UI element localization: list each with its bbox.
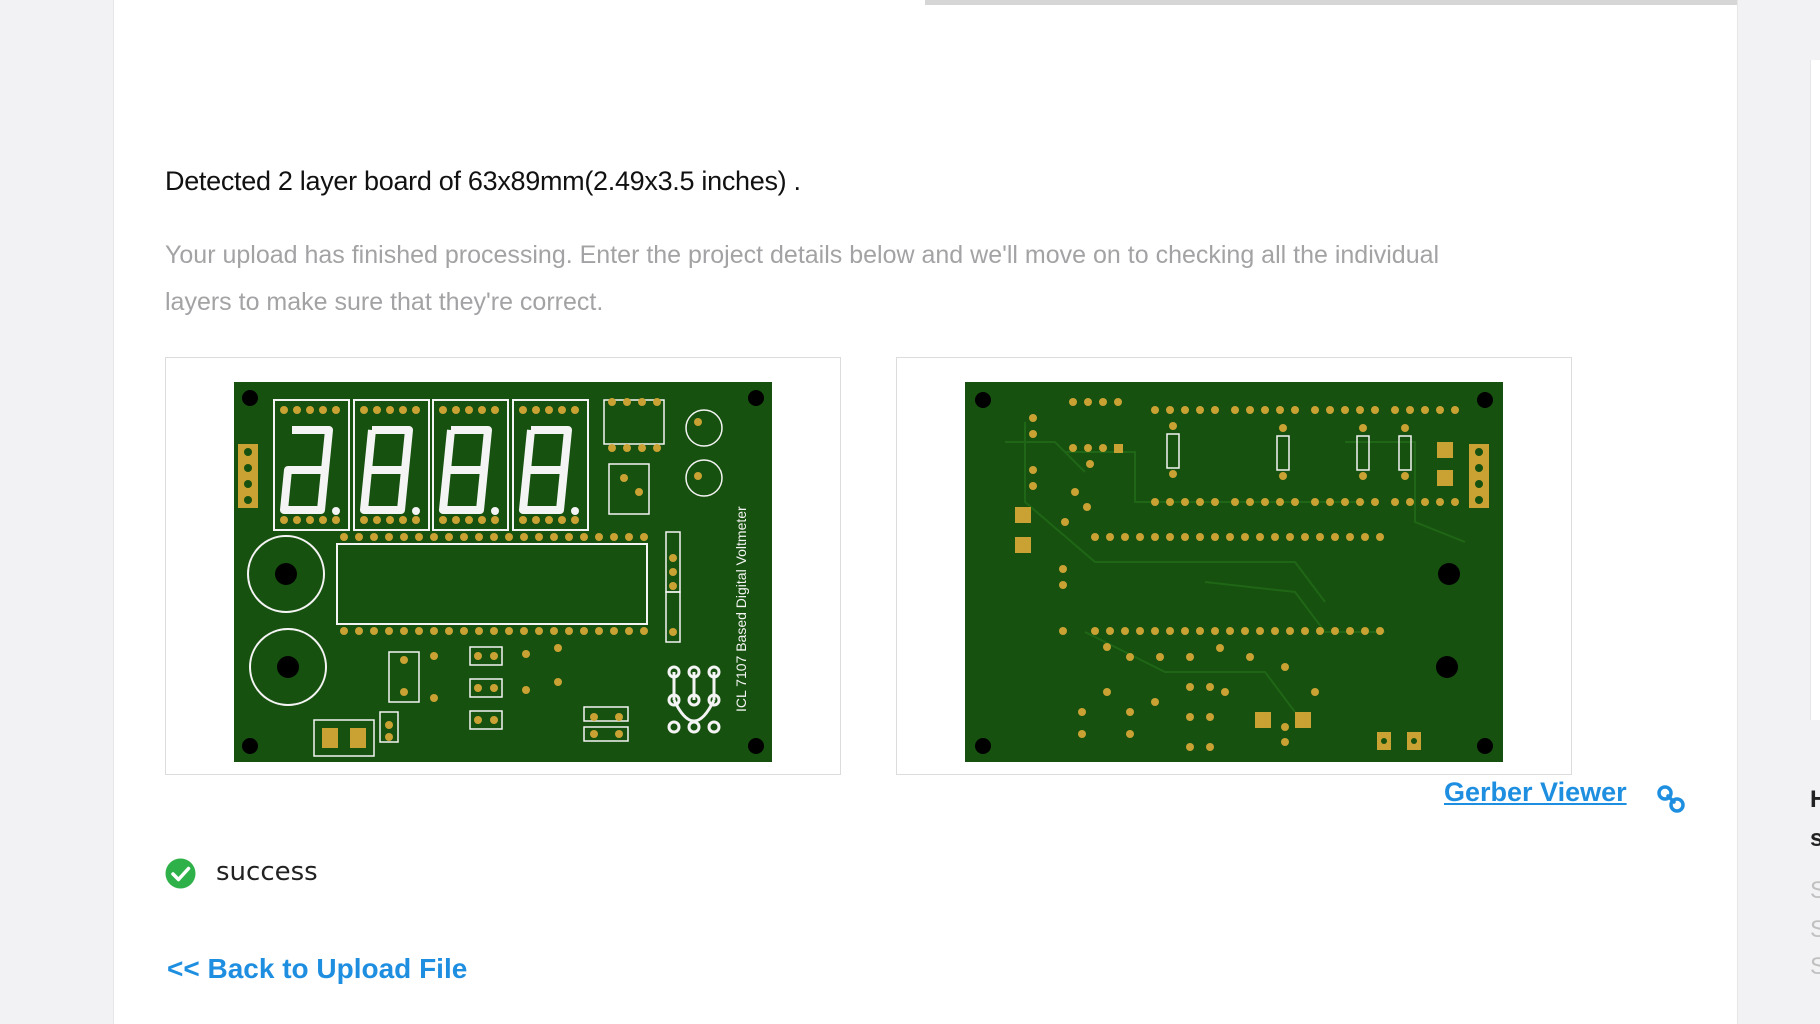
gerber-viewer-link[interactable]: Gerber Viewer [1444,777,1627,807]
detected-board-heading: Detected 2 layer board of 63x89mm(2.49x3… [165,166,801,196]
side-panel-text: S [1810,877,1820,904]
pcb-silk-label: ICL 7107 Based Digital Voltmeter [733,506,749,712]
pcb-top-board: ICL 7107 Based Digital Voltmeter [234,382,772,762]
side-panel-text: H [1810,786,1820,813]
side-panel-text: S [1810,916,1820,943]
pcb-bottom-board [965,382,1503,762]
success-check-icon [165,858,196,889]
pcb-top-preview: ICL 7107 Based Digital Voltmeter [165,357,841,775]
pcb-bottom-graphic [965,382,1503,762]
back-to-upload-link[interactable]: << Back to Upload File [167,953,468,984]
processing-message: Your upload has finished processing. Ent… [165,241,1440,316]
progress-bar [925,0,1737,5]
side-panel-text: s [1810,825,1820,852]
pcb-top-graphic: ICL 7107 Based Digital Voltmeter [234,382,772,762]
side-panel-text: S [1810,953,1820,980]
status-text: success [216,857,318,887]
side-panel-edge [1810,60,1820,720]
pcb-bottom-preview [896,357,1572,775]
chain-link-icon[interactable] [1654,782,1688,816]
